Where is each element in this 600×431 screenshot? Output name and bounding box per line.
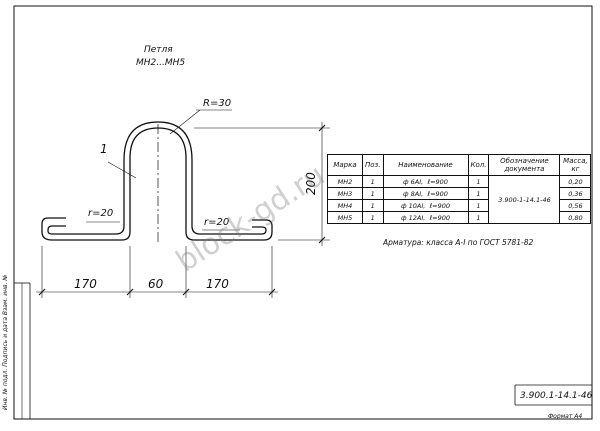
position-label: 1: [100, 142, 108, 156]
dim-left: 170: [74, 277, 97, 291]
dim-middle: 60: [148, 277, 164, 291]
specification-table: Марка Поз. Наименование Кол. Обозначение…: [327, 154, 592, 224]
table-row: МН4 1 ф 10АI, ℓ=900 1 0,56: [327, 199, 592, 212]
drawing-title: Петля: [144, 45, 173, 55]
col-mark: Марка: [327, 154, 363, 176]
sheet-frame: [13, 5, 593, 420]
col-doc: Обозначение документа: [488, 154, 561, 176]
title-block-stamp: Инв. № подл. Подпись и дата Взам. инв. №: [2, 274, 9, 410]
col-mass: Масса, кг: [559, 154, 592, 176]
radius-label: R=30: [203, 98, 232, 109]
table-row: МН5 1 ф 12АI, ℓ=900 1 0,80: [327, 211, 592, 224]
drawing-subtitle: МН2...МН5: [136, 58, 186, 68]
document-code: 3.900.1-14.1-46: [520, 391, 593, 401]
sheet-format: Формат А4: [548, 413, 583, 420]
doc-designation: 3.900-1-14.1-46: [488, 175, 561, 224]
col-pos: Поз.: [362, 154, 384, 176]
dim-right: 170: [206, 277, 229, 291]
col-qty: Кол.: [467, 154, 490, 176]
reinforcement-note: Арматура: класса A-I по ГОСТ 5781-82: [383, 238, 534, 247]
col-name: Наименование: [382, 154, 469, 176]
bend-radius-left: r=20: [88, 208, 114, 219]
bend-radius-right: r=20: [204, 217, 230, 228]
table-row: МН2 1 ф 6АI, ℓ=900 1 3.900-1-14.1-46 0,2…: [327, 175, 592, 224]
